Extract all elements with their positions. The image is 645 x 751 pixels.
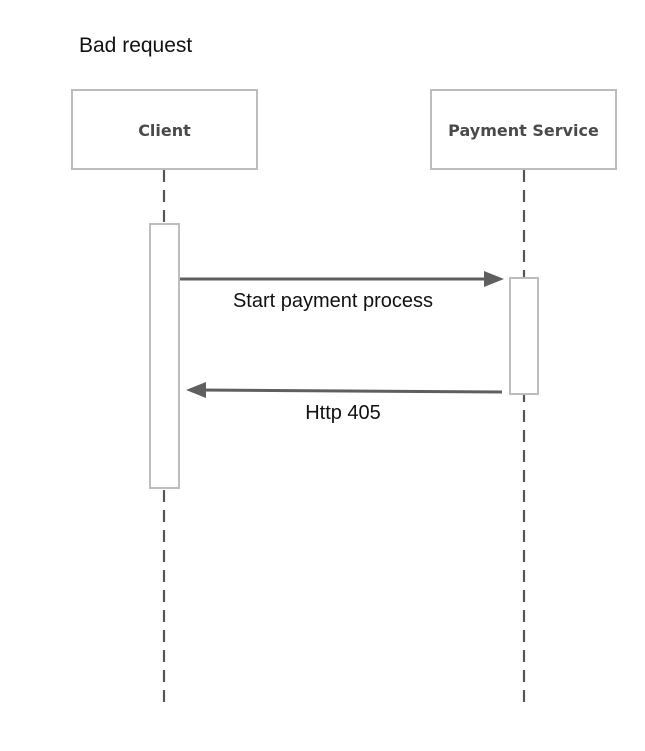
message-http-405-line xyxy=(199,388,503,394)
message-start-payment: Start payment process xyxy=(180,271,504,312)
participant-payment-service-box xyxy=(430,89,617,170)
participant-client: Client xyxy=(71,89,258,170)
participant-payment-service: Payment Service xyxy=(430,89,617,170)
payment-service-activation-bar xyxy=(509,277,539,395)
participant-client-label: Client xyxy=(138,121,191,140)
client-activation-bar xyxy=(149,223,180,489)
diagram-title: Bad request xyxy=(79,34,192,57)
participant-client-box xyxy=(71,89,258,170)
message-start-payment-arrowhead xyxy=(484,271,504,287)
message-http-405: Http 405 xyxy=(186,382,503,424)
message-http-405-label: Http 405 xyxy=(305,402,381,424)
message-http-405-arrowhead xyxy=(186,382,206,398)
participant-payment-service-label: Payment Service xyxy=(448,121,599,140)
message-start-payment-label: Start payment process xyxy=(233,290,433,312)
